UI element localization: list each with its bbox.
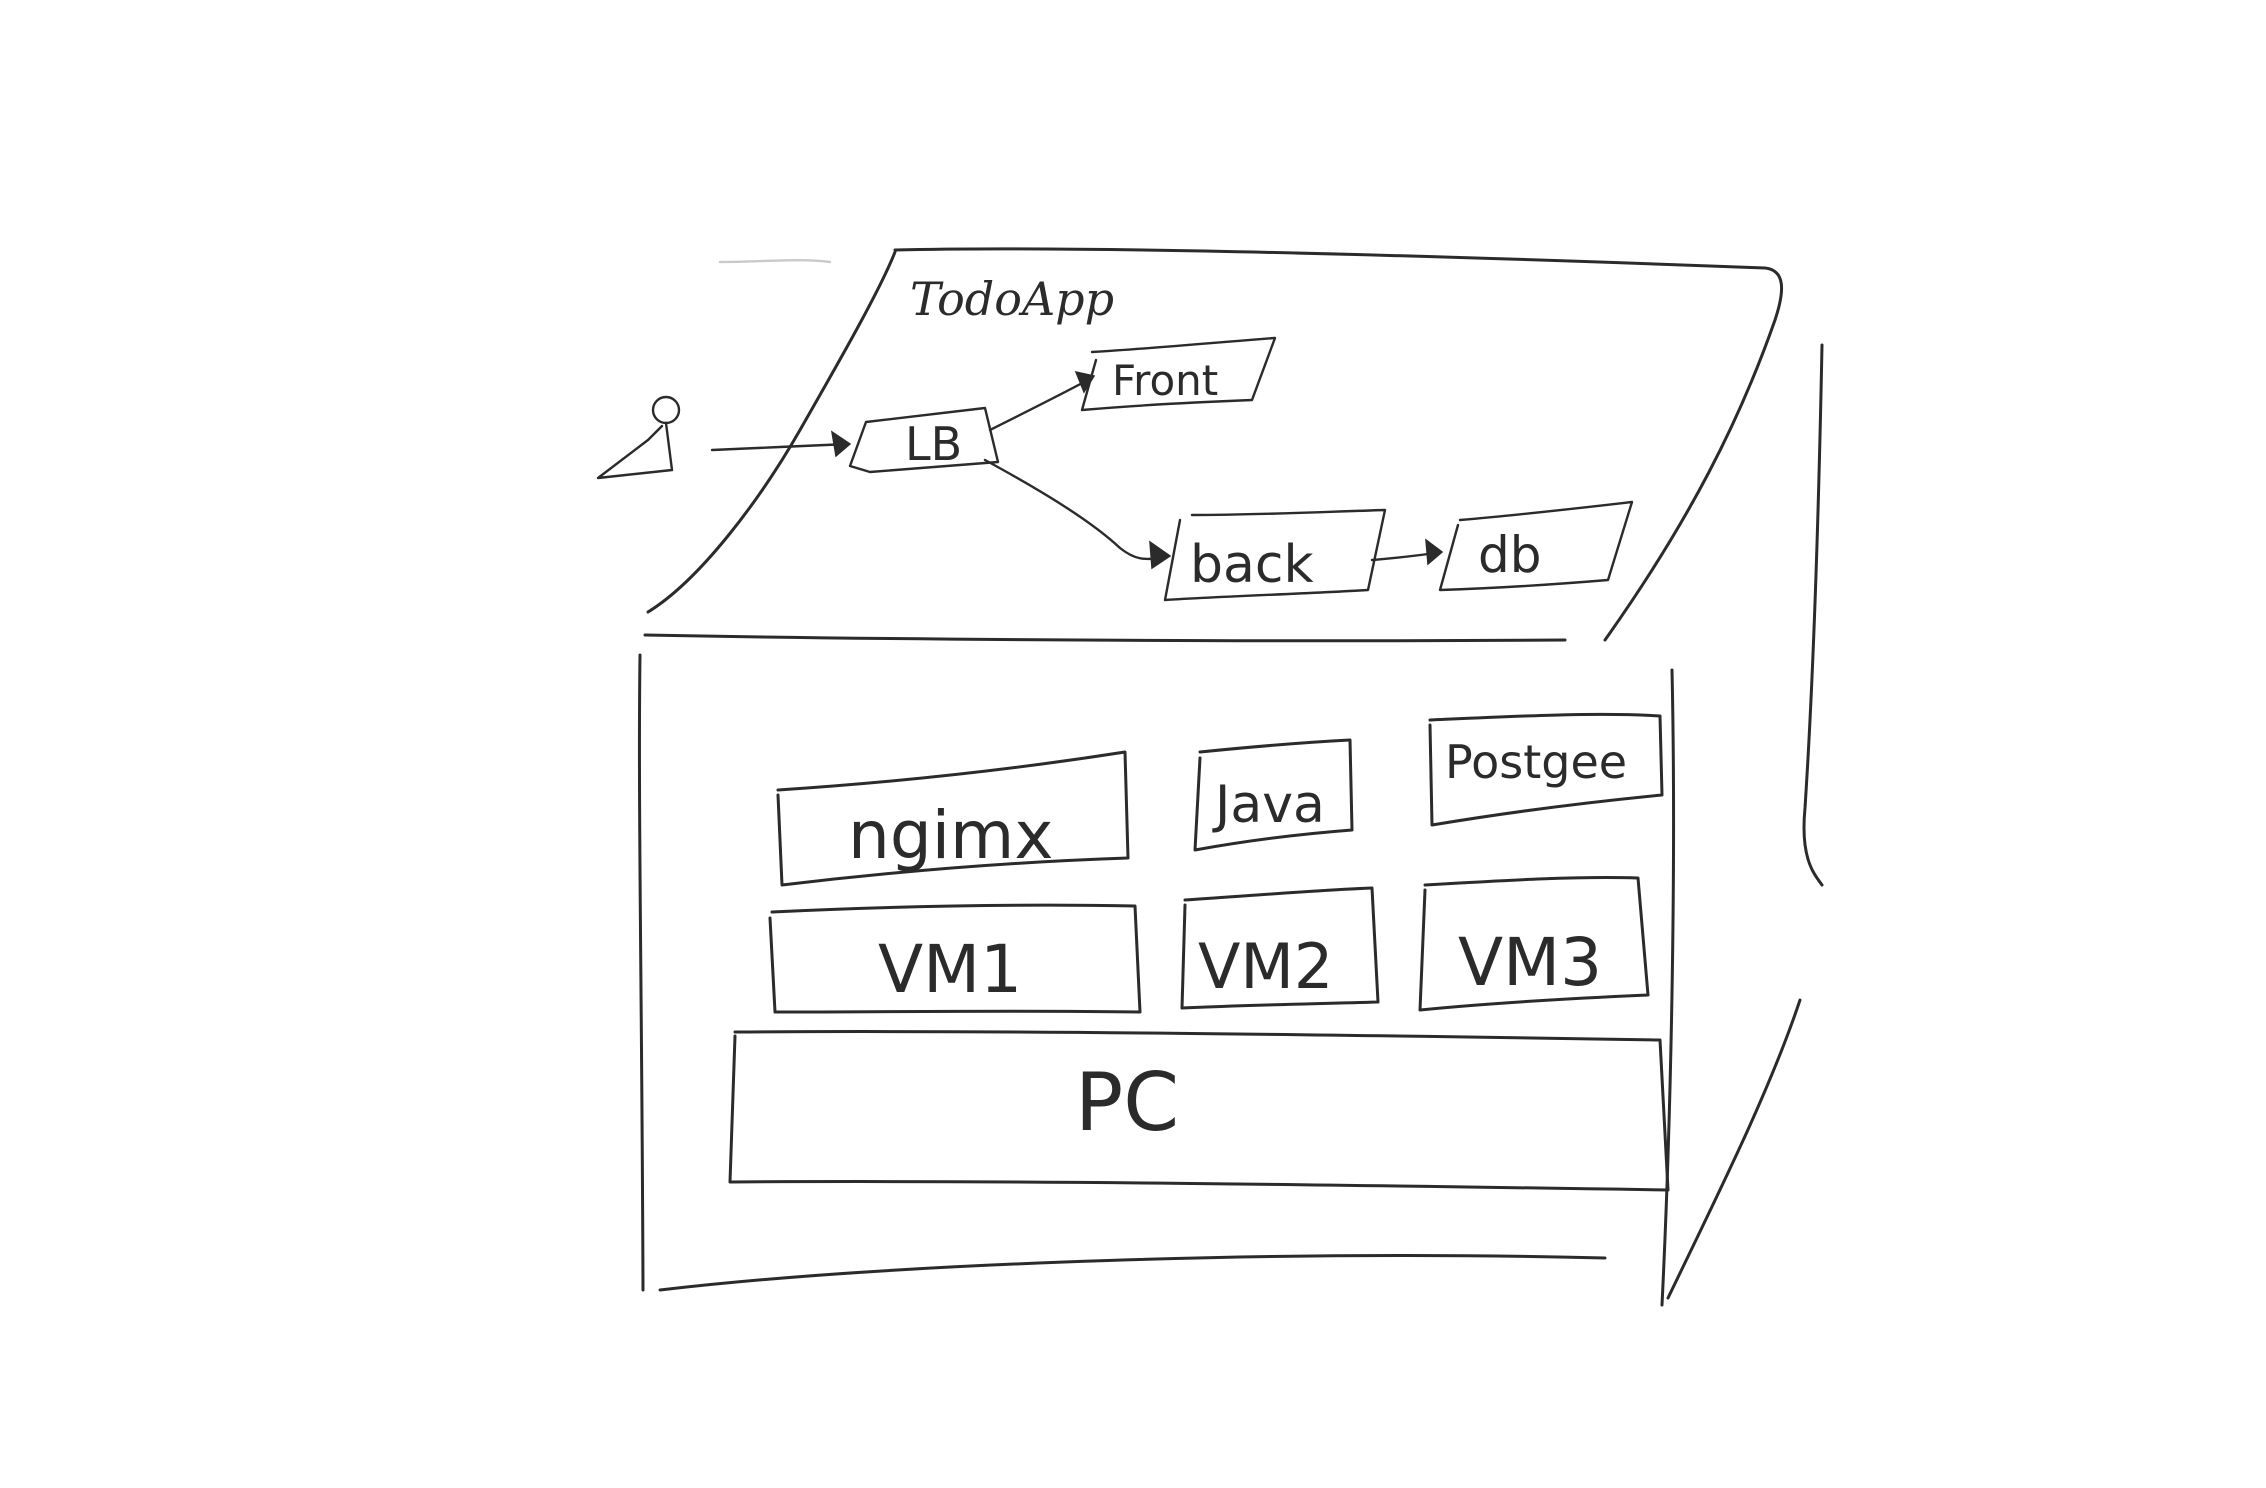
user-icon bbox=[596, 395, 681, 480]
pc-label: PC bbox=[1075, 1056, 1179, 1149]
vm1-label: VM1 bbox=[878, 931, 1022, 1008]
nginx-box: ngimx bbox=[776, 750, 1130, 887]
pc-box: PC bbox=[728, 1030, 1670, 1192]
back-node: back bbox=[1163, 508, 1387, 602]
front-node: Front bbox=[1080, 336, 1277, 412]
arrow-user-to-lb bbox=[710, 430, 852, 458]
vm1-box: VM1 bbox=[768, 903, 1142, 1014]
db-label: db bbox=[1478, 526, 1541, 584]
nginx-label: ngimx bbox=[848, 797, 1053, 874]
lb-node: LB bbox=[848, 406, 1000, 474]
java-box: Java bbox=[1193, 738, 1354, 852]
java-label: Java bbox=[1212, 775, 1325, 835]
front-label: Front bbox=[1112, 356, 1218, 405]
lb-label: LB bbox=[905, 417, 962, 471]
app-title: TodoApp bbox=[910, 272, 1114, 326]
vm2-box: VM2 bbox=[1180, 886, 1380, 1010]
back-label: back bbox=[1190, 535, 1314, 595]
cube-body bbox=[637, 343, 1824, 1307]
arrow-back-to-db bbox=[1370, 538, 1444, 566]
app-plane bbox=[643, 247, 1784, 643]
vm3-box: VM3 bbox=[1418, 875, 1650, 1012]
vm2-label: VM2 bbox=[1198, 930, 1333, 1003]
postgres-label: Postgee bbox=[1445, 735, 1627, 789]
arrow-lb-to-back bbox=[983, 458, 1172, 570]
postgres-box: Postgee bbox=[1428, 712, 1664, 827]
db-node: db bbox=[1438, 500, 1634, 592]
vm3-label: VM3 bbox=[1458, 924, 1602, 1001]
arrow-lb-to-front bbox=[988, 370, 1096, 432]
